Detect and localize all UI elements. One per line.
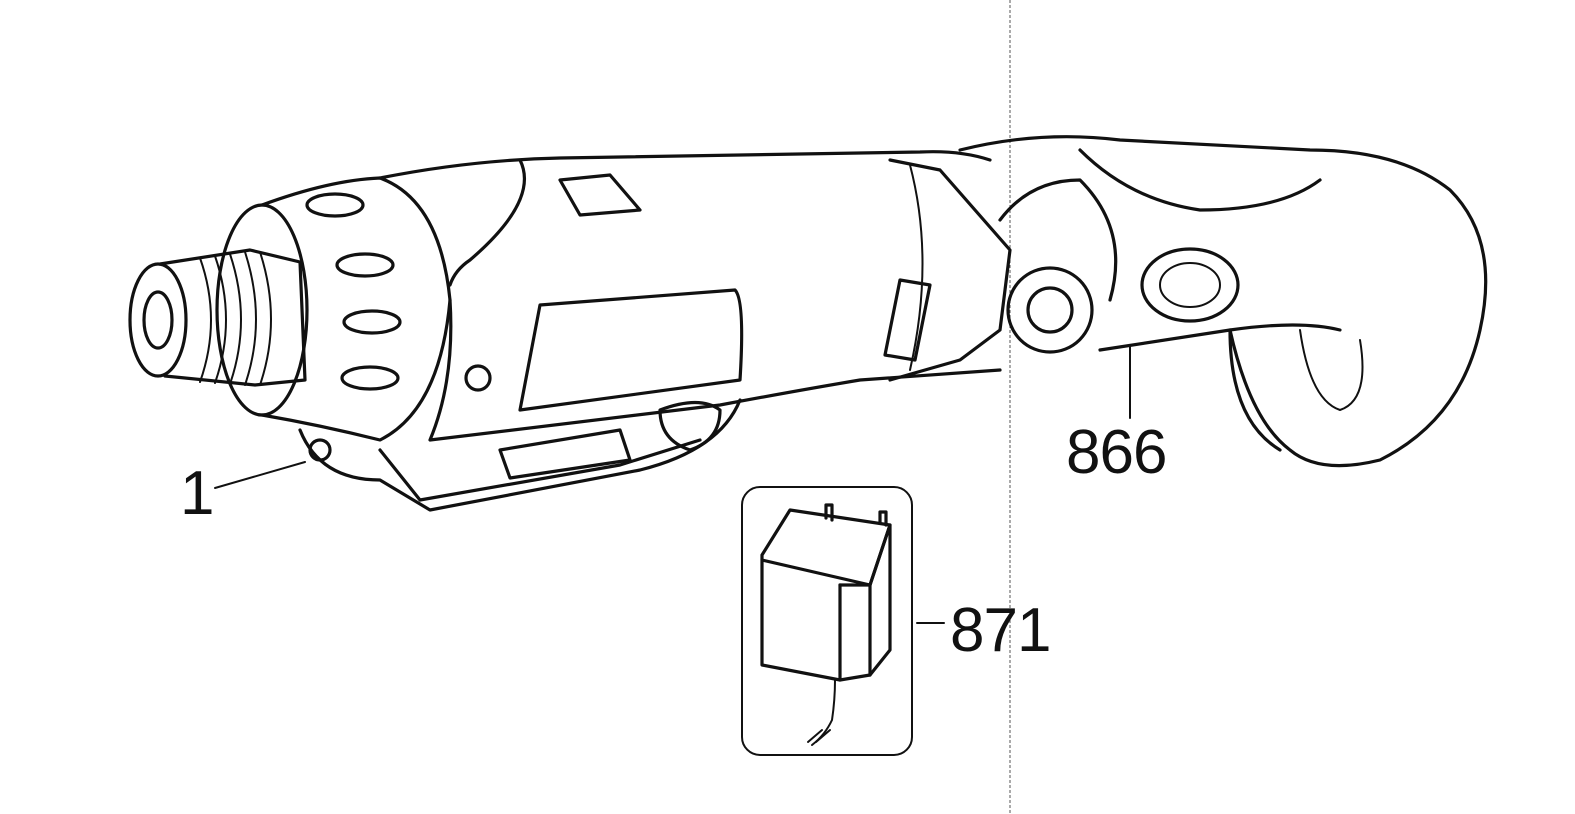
screwdriver-drawing xyxy=(128,135,1488,512)
charger-drawing xyxy=(741,486,913,756)
handle-drawing xyxy=(958,135,1488,468)
housing-drawing xyxy=(378,150,1012,442)
callout-label-1: 1 xyxy=(180,459,214,528)
leader-line-1 xyxy=(214,461,306,489)
collar-drawing xyxy=(215,176,452,442)
callout-label-871: 871 xyxy=(950,596,1051,665)
callout-label-866: 866 xyxy=(1066,418,1167,487)
base-drawing xyxy=(298,398,742,512)
